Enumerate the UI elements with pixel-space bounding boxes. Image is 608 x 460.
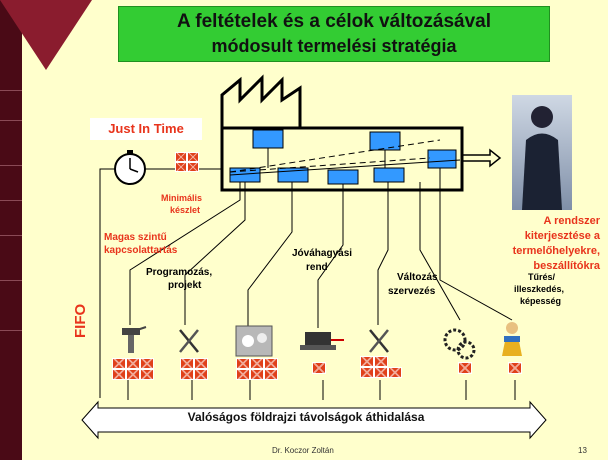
sidebar-tick <box>0 120 22 121</box>
min-stock-label-2: készlet <box>170 205 201 215</box>
drop-line <box>317 184 344 328</box>
process-box <box>369 131 401 151</box>
brick <box>175 152 187 162</box>
extend-label-1: A rendszer <box>543 215 600 227</box>
tolerance-label-3: képesség <box>520 296 562 306</box>
spray-gun-icon <box>122 326 147 353</box>
drop-line <box>377 182 389 325</box>
sidebar-tick <box>0 330 22 331</box>
flow-line <box>229 157 431 173</box>
worker-icon <box>502 322 522 356</box>
title-line-1: A feltételek és a célok változásával <box>176 11 492 32</box>
process-box <box>252 129 284 149</box>
programming-label-1: Programozás, <box>146 267 213 278</box>
change-label-1: Változás <box>397 272 438 283</box>
connector-line <box>99 168 115 398</box>
vise-icon <box>300 332 344 350</box>
high-level-label-1: Magas szintű <box>104 232 167 243</box>
sidebar-tick <box>0 200 22 201</box>
approval-label-2: rend <box>306 262 328 273</box>
brick <box>175 162 187 172</box>
flow-line <box>229 139 441 173</box>
gears-icon <box>443 328 476 360</box>
slide-title: A feltételek és a célok változásával mód… <box>118 6 550 62</box>
tools-icon <box>369 329 389 353</box>
footer-author: Dr. Koczor Zoltán <box>272 446 334 455</box>
process-box <box>427 149 457 169</box>
extend-label-2: kiterjesztése a <box>524 230 600 242</box>
sidebar-tick <box>0 165 22 166</box>
tools-icon <box>179 329 199 353</box>
tolerance-label-1: Tűrés/ <box>528 272 556 282</box>
high-level-label-2: kapcsolattartás <box>104 245 178 256</box>
title-line-2: módosult termelési stratégia <box>211 36 457 56</box>
output-arrow <box>462 148 502 168</box>
drop-line <box>439 168 513 321</box>
tolerance-label-2: illeszkedés, <box>514 284 565 294</box>
factory-roof <box>220 74 302 128</box>
jit-label: Just In Time <box>90 118 202 140</box>
distance-banner-label: Valóságos földrajzi távolságok áthidalás… <box>187 410 425 424</box>
extend-label-4: beszállítókra <box>533 260 600 272</box>
corner-triangle <box>0 0 92 70</box>
left-sidebar <box>0 0 22 460</box>
fifo-label: FIFO <box>72 303 89 338</box>
drop-line <box>184 182 246 325</box>
brick <box>187 152 199 162</box>
drop-line <box>247 182 293 328</box>
process-box <box>327 169 359 185</box>
factory-body <box>220 126 464 192</box>
extend-label-3: termelőhelyekre, <box>512 245 600 257</box>
brick <box>187 162 199 172</box>
person-photo <box>512 95 572 210</box>
programming-label-2: projekt <box>168 280 202 291</box>
flow-line <box>229 159 461 176</box>
distance-banner-arrow <box>81 400 547 440</box>
footer-page-number: 13 <box>578 446 587 455</box>
drop-line <box>419 182 461 321</box>
min-stock-label-1: Minimális <box>161 193 203 203</box>
process-box <box>373 167 405 183</box>
change-label-2: szervezés <box>388 286 436 297</box>
drop-line <box>129 182 241 325</box>
person-figure <box>522 106 562 210</box>
sidebar-tick <box>0 280 22 281</box>
sidebar-tick <box>0 235 22 236</box>
approval-label-1: Jóváhagyási <box>292 248 353 259</box>
sidebar-tick <box>0 90 22 91</box>
